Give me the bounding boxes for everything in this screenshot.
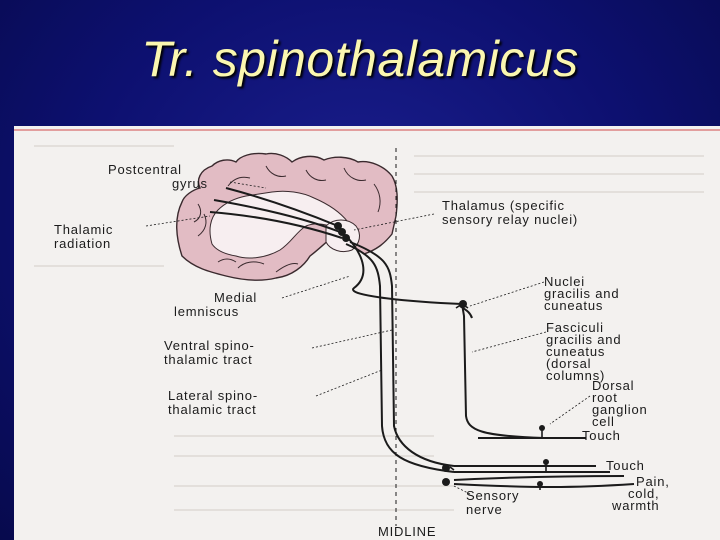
label-lateral-spinothalamic: Lateral spino- thalamic tract <box>168 388 262 417</box>
cortex-section <box>176 152 398 281</box>
label-thalamic-radiation: Thalamic radiation <box>54 222 118 251</box>
label-ventral-spinothalamic: Ventral spino- thalamic tract <box>164 338 259 367</box>
label-touch-2: Touch <box>606 458 645 473</box>
label-dorsal-root: Dorsal root ganglion cell <box>592 378 652 429</box>
label-postcentral-gyrus: Postcentral gyrus <box>108 162 208 191</box>
label-fasciculi: Fasciculi gracilis and cuneatus (dorsal … <box>546 320 626 383</box>
pathway-fibers <box>209 187 635 488</box>
diagram-svg: Postcentral gyrus Thalamic radiation Tha… <box>14 129 720 539</box>
background-texture <box>34 145 704 511</box>
label-nuclei-gracilis: Nuclei gracilis and cuneatus <box>544 274 624 313</box>
spinothalamic-diagram: Postcentral gyrus Thalamic radiation Tha… <box>14 126 720 540</box>
label-midline: MIDLINE <box>378 524 436 539</box>
label-thalamus: Thalamus (specific sensory relay nuclei) <box>442 198 578 227</box>
neuron-cell-bodies <box>334 222 549 487</box>
leader-lines <box>145 181 591 495</box>
label-touch-1: Touch <box>582 428 621 443</box>
label-sensory-nerve: Sensory nerve <box>466 488 524 517</box>
ganglion-stalks <box>449 303 547 490</box>
label-medial-lemniscus: Medial lemniscus <box>174 290 262 319</box>
slide-title: Tr. spinothalamicus <box>141 31 579 87</box>
label-pain-cold-warmth: Pain, cold, warmth <box>611 474 674 513</box>
